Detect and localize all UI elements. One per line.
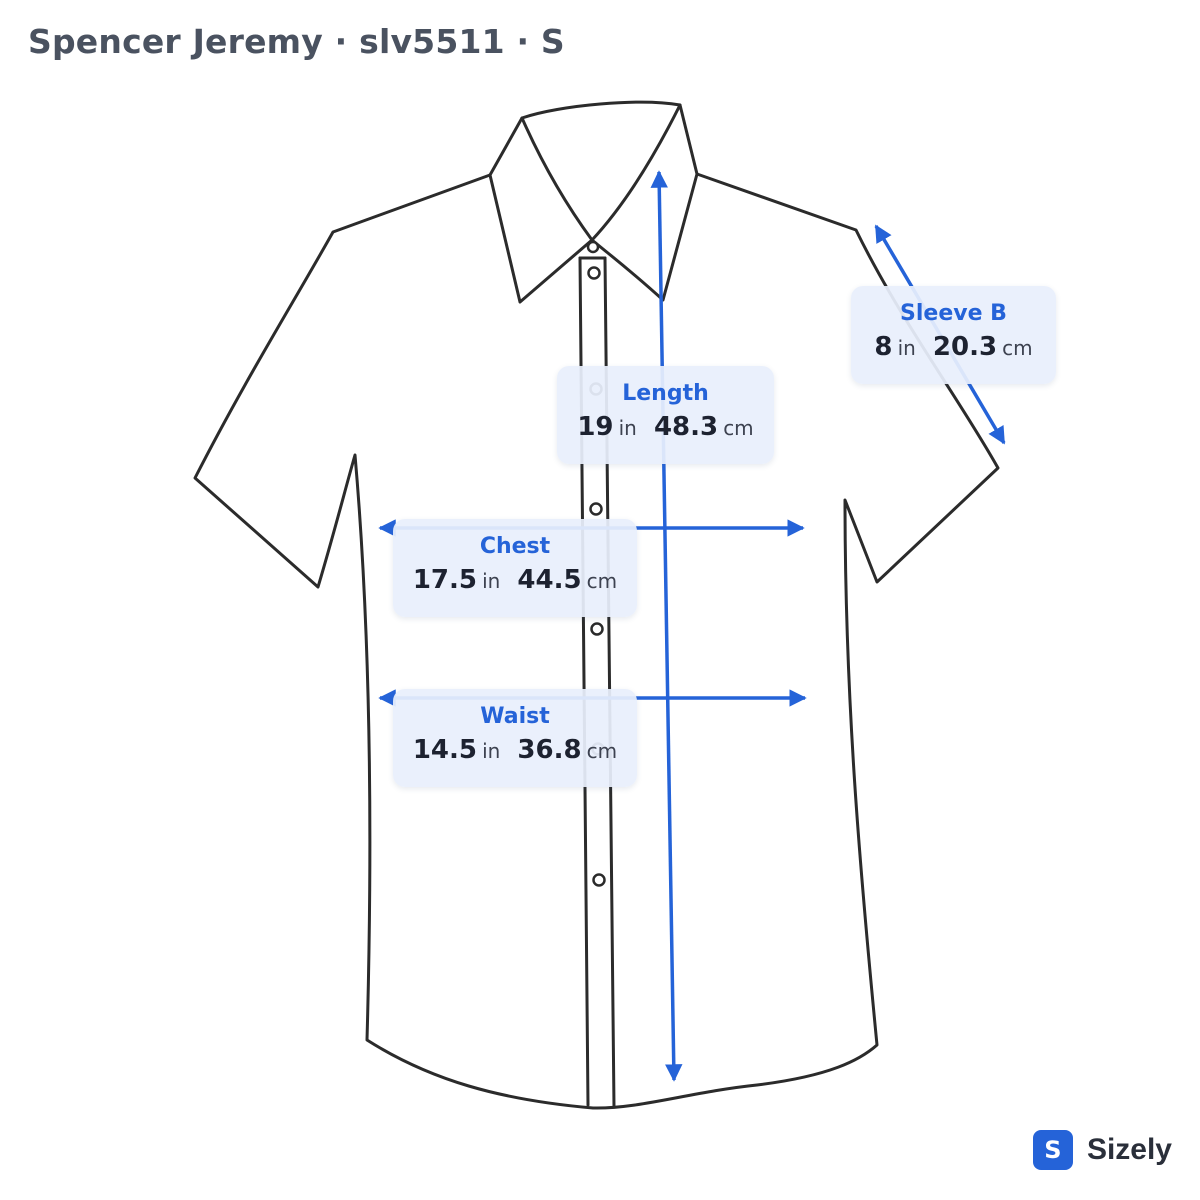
button-icon: [589, 502, 603, 516]
waist-name: Waist: [480, 704, 550, 729]
button-icon: [587, 266, 601, 280]
sleeve-cm-value: 20.3: [932, 332, 998, 362]
brand-badge-icon: S: [1032, 1130, 1073, 1170]
waist-in-value: 14.5: [412, 735, 477, 765]
chest-name: Chest: [479, 534, 551, 559]
sleeve-in-unit: in: [897, 336, 916, 360]
sleeve-label: Sleeve B 8 in 20.3 cm: [851, 286, 1056, 384]
chest-cm-unit: cm: [586, 569, 618, 593]
sleeve-in-value: 8: [874, 332, 893, 362]
chest-label: Chest 17.5 in 44.5 cm: [393, 519, 637, 617]
waist-label: Waist 14.5 in 36.8 cm: [393, 689, 637, 787]
page-title: Spencer Jeremy · slv5511 · S: [28, 22, 565, 61]
chest-in-value: 17.5: [412, 565, 477, 595]
sleeve-name: Sleeve B: [900, 301, 1007, 326]
length-in-value: 19: [577, 412, 614, 442]
length-cm-value: 48.3: [653, 412, 719, 442]
length-cm-unit: cm: [723, 416, 754, 440]
chest-cm-value: 44.5: [517, 565, 582, 595]
length-label: Length 19 in 48.3 cm: [557, 366, 774, 464]
waist-cm-value: 36.8: [517, 735, 582, 765]
shirt-outline: [193, 100, 1000, 1110]
shirt-body: [193, 172, 1000, 1110]
length-in-unit: in: [618, 416, 637, 440]
shirt-collar: [488, 100, 699, 304]
length-name: Length: [622, 381, 709, 406]
chest-in-unit: in: [482, 569, 501, 593]
waist-cm-unit: cm: [586, 739, 618, 763]
brand-logo: S Sizely: [1032, 1130, 1172, 1170]
length-arrow: [650, 170, 683, 1082]
button-icon: [592, 873, 606, 887]
sleeve-cm-unit: cm: [1002, 336, 1033, 360]
waist-in-unit: in: [482, 739, 501, 763]
button-icon: [590, 622, 604, 636]
brand-name: Sizely: [1086, 1133, 1172, 1166]
button-icon: [586, 240, 600, 254]
